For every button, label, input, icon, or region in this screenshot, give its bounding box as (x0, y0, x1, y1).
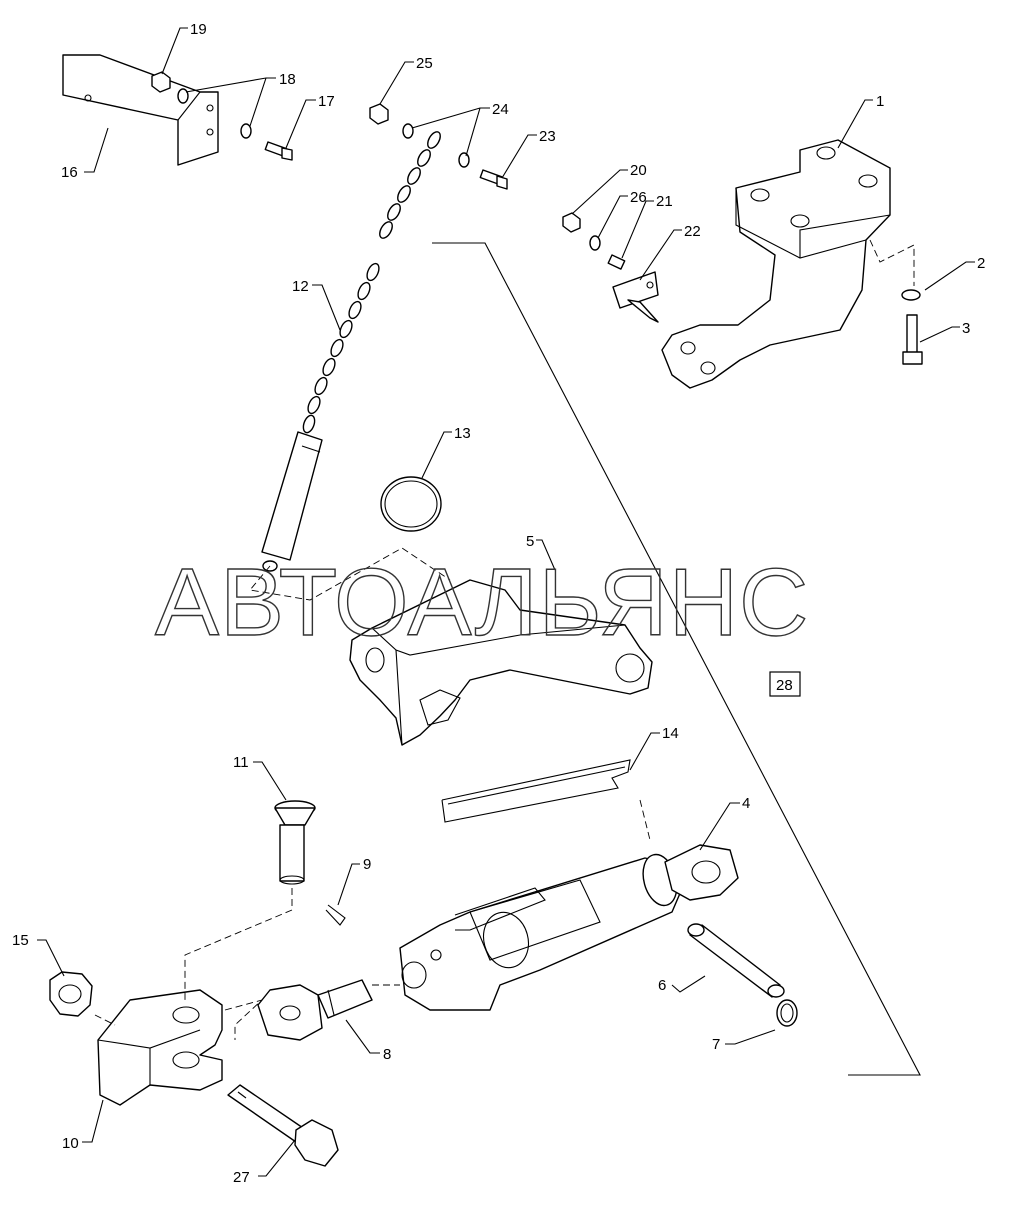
callout-18: 18 (279, 71, 296, 88)
pin-part-21 (607, 254, 626, 270)
callout-8: 8 (383, 1046, 391, 1063)
callout-7: 7 (712, 1036, 720, 1053)
assembly-bracket-28 (432, 242, 921, 1076)
callout-6: 6 (658, 977, 666, 994)
callout-1: 1 (876, 93, 884, 110)
nut-part-15 (49, 971, 93, 1017)
washer-part-24b (458, 152, 470, 168)
bolt-part-27 (227, 1084, 339, 1167)
nut-part-19 (151, 71, 171, 93)
callout-27: 27 (233, 1169, 250, 1186)
latch-body-part-5 (349, 579, 653, 746)
callout-11: 11 (233, 754, 249, 771)
bolt-part-17 (264, 141, 293, 161)
watermark-text: АВТОАЛЬЯНС (155, 549, 809, 656)
callout-12: 12 (292, 278, 309, 295)
callout-2: 2 (977, 255, 985, 272)
nut-part-25 (369, 103, 389, 125)
bolt-part-3 (902, 314, 923, 365)
callout-16: 16 (61, 164, 78, 181)
callout-19: 19 (190, 21, 207, 38)
bolt-part-23 (479, 169, 508, 190)
callout-21: 21 (656, 193, 673, 210)
washer-part-2 (901, 289, 921, 301)
callout-5: 5 (526, 533, 534, 550)
callout-3: 3 (962, 320, 970, 337)
pin-part-6 (687, 923, 785, 998)
callout-labels: 1 2 3 4 5 6 7 8 9 10 11 12 13 14 15 16 1… (12, 21, 985, 1186)
callout-10: 10 (62, 1135, 79, 1152)
callout-13: 13 (454, 425, 471, 442)
clevis-part-10 (97, 989, 223, 1106)
callout-23: 23 (539, 128, 556, 145)
callout-14: 14 (662, 725, 679, 742)
bracket-part-16 (62, 54, 219, 166)
callout-28-box (769, 671, 801, 697)
callout-4: 4 (742, 795, 750, 812)
washer-part-24a (402, 123, 414, 139)
callout-20: 20 (630, 162, 647, 179)
callout-22: 22 (684, 223, 701, 240)
callout-25: 25 (416, 55, 433, 72)
callout-15: 15 (12, 932, 29, 949)
ring-part-7 (776, 999, 798, 1027)
wire-handle-part-14 (441, 759, 631, 823)
snap-ring-part-13 (380, 476, 442, 532)
washer-part-26 (589, 235, 601, 251)
callout-17: 17 (318, 93, 335, 110)
nut-part-20 (562, 212, 581, 233)
cylinder-part-4 (399, 844, 739, 1011)
clip-part-9 (325, 904, 346, 926)
mounting-bracket-part-1 (661, 139, 891, 389)
threaded-eye-part-8 (257, 979, 373, 1041)
washer-part-18a (177, 88, 189, 104)
chain-spring-part-12 (261, 131, 441, 572)
callout-24: 24 (492, 101, 509, 118)
plate-pin-part-22 (612, 271, 659, 323)
pin-part-11 (274, 800, 316, 885)
callout-9: 9 (363, 856, 371, 873)
callout-leaders (37, 27, 975, 1177)
callout-28: 28 (776, 677, 793, 694)
washer-part-18b (240, 123, 252, 139)
callout-26: 26 (630, 189, 647, 206)
